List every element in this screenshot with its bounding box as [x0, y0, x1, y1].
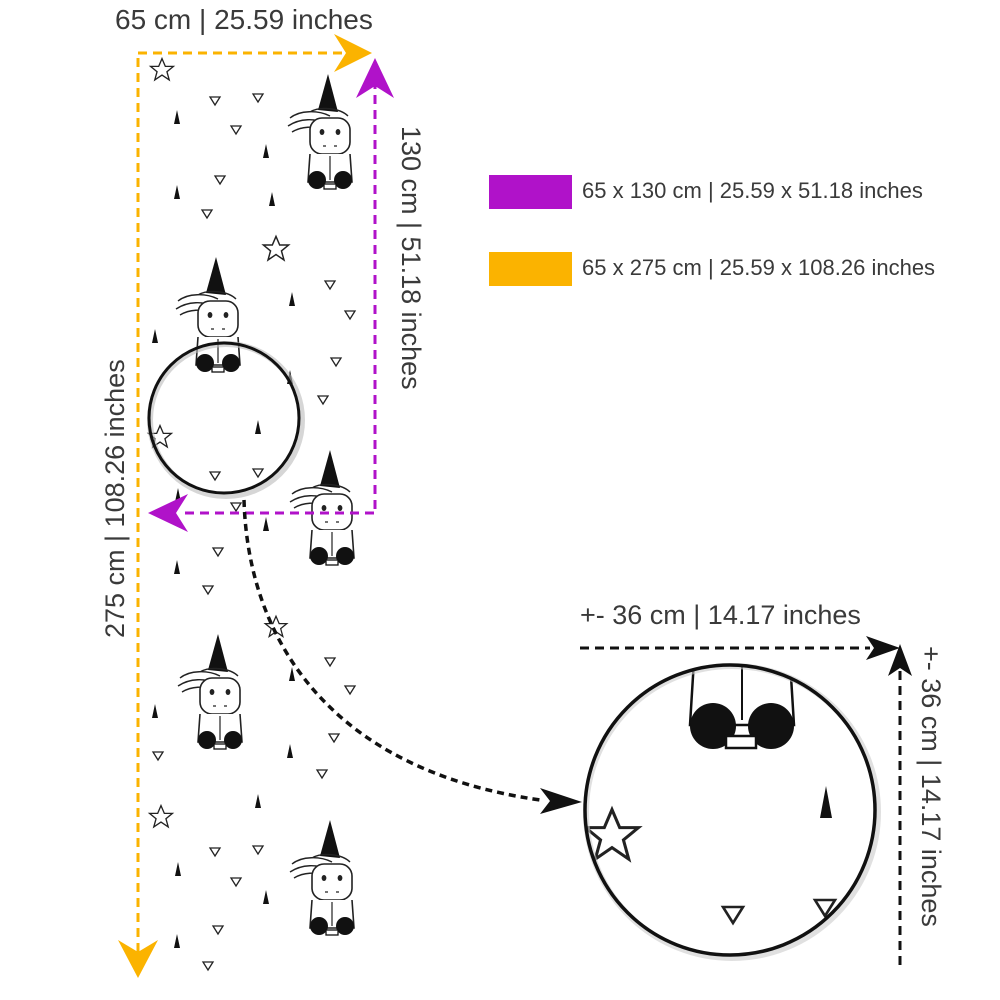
height-275-label: 275 cm | 108.26 inches	[100, 359, 130, 638]
orange-arrow-right	[334, 34, 372, 72]
legend-swatch-purple	[489, 175, 572, 209]
connector-arrow	[540, 788, 582, 814]
sample-arrow-right	[866, 636, 900, 660]
top-width-label: 65 cm | 25.59 inches	[115, 4, 373, 35]
sample-arrow-up	[888, 644, 912, 676]
magnifier-circle	[147, 341, 305, 499]
legend-label-purple: 65 x 130 cm | 25.59 x 51.18 inches	[582, 178, 923, 203]
unicorn-5	[289, 819, 355, 936]
unicorn-3	[289, 449, 355, 566]
legend-label-orange: 65 x 275 cm | 25.59 x 108.26 inches	[582, 255, 936, 280]
spike-shapes	[152, 110, 295, 948]
unicorn-1	[287, 73, 353, 190]
height-130-label: 130 cm | 51.18 inches	[396, 126, 426, 390]
legend-swatch-orange	[489, 252, 572, 286]
zoom-sample	[583, 663, 881, 961]
purple-dimension	[148, 58, 394, 532]
orange-dimension	[118, 34, 372, 978]
purple-arrow-left	[148, 494, 188, 532]
purple-arrow-up	[356, 58, 394, 98]
sample-height-label: +- 36 cm | 14.17 inches	[916, 646, 946, 927]
sample-width-label: +- 36 cm | 14.17 inches	[580, 600, 861, 630]
zoom-connector	[242, 499, 582, 814]
sample-dimension	[580, 636, 912, 965]
orange-arrow-down	[118, 940, 158, 978]
unicorn-4	[177, 633, 243, 750]
